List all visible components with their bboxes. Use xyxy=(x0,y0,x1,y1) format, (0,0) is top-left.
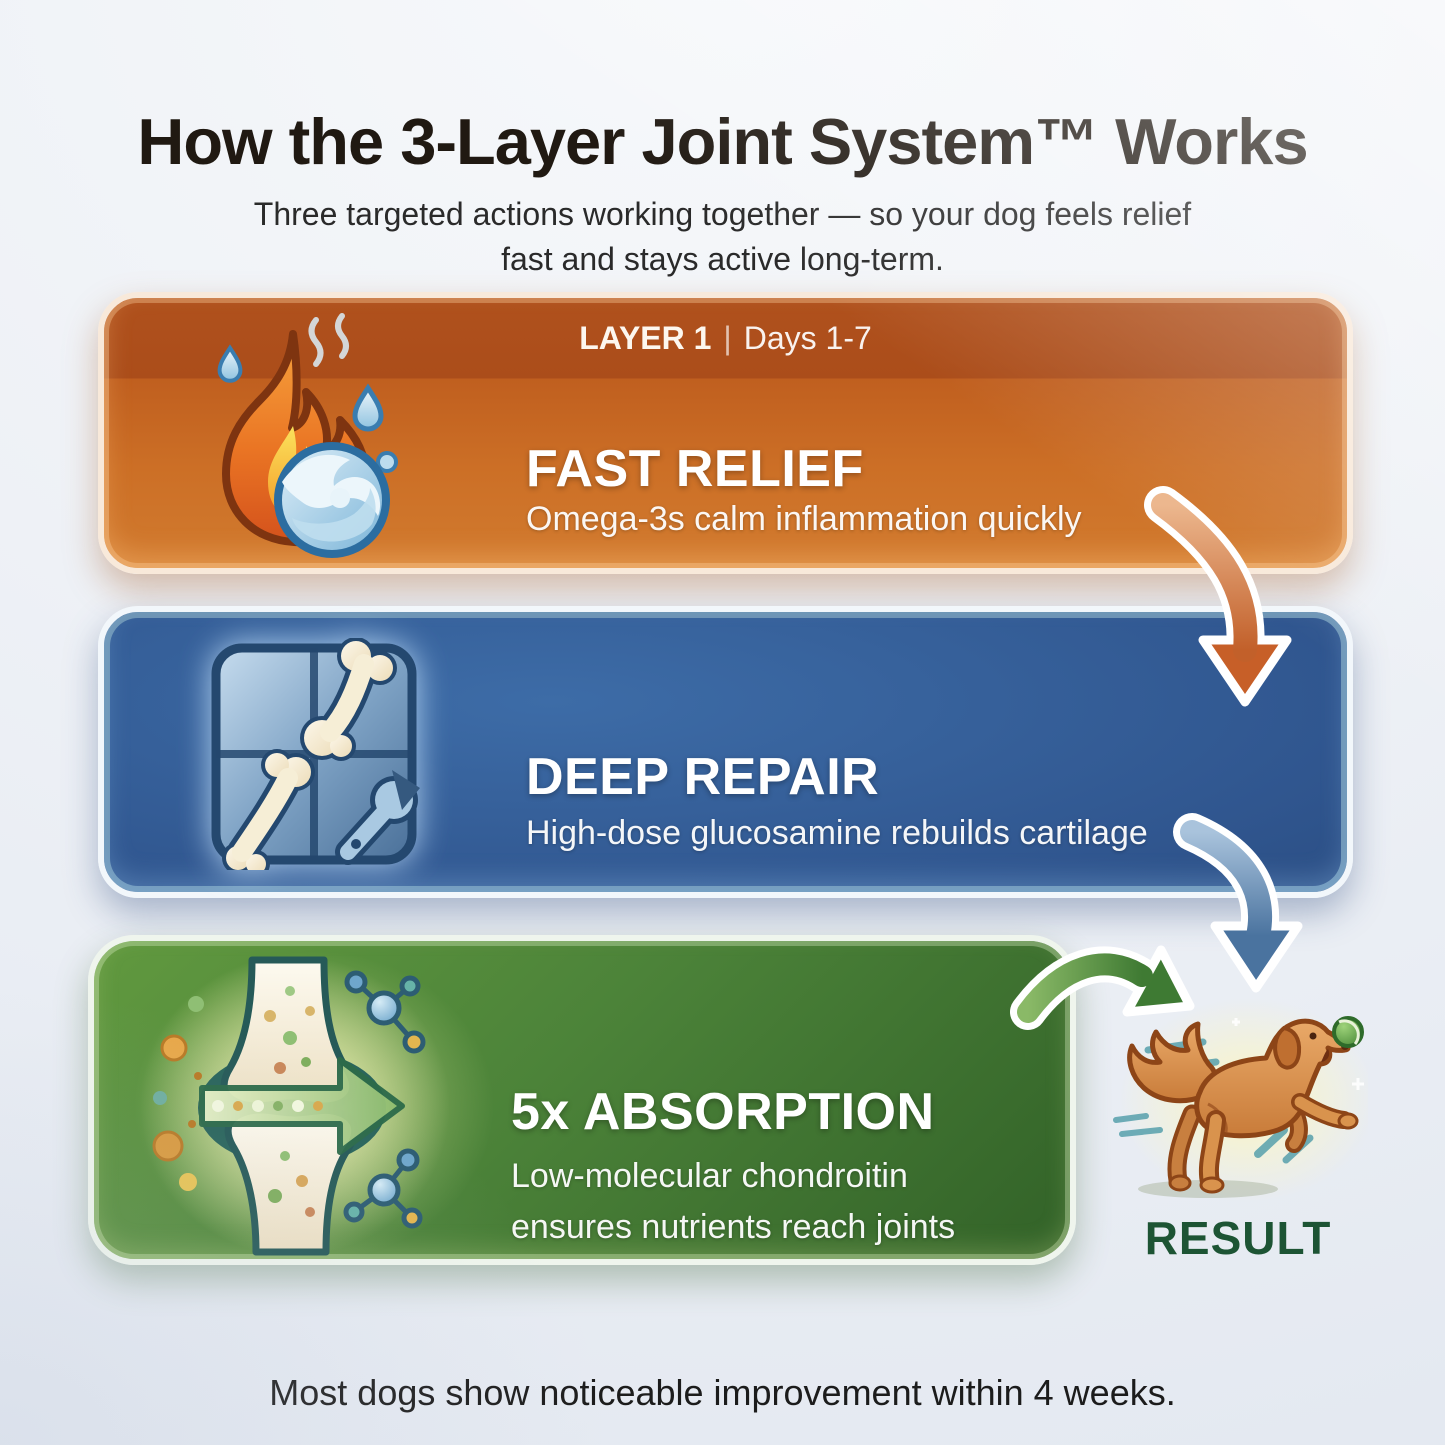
layer-title: FAST RELIEF xyxy=(526,440,864,499)
flame-water-icon xyxy=(168,308,418,575)
layer-badge: LAYER 1 | Days 1-7 xyxy=(104,298,1347,378)
molecule-bottom xyxy=(343,1148,423,1229)
haunch-line xyxy=(1207,1102,1228,1133)
nutrient-dots xyxy=(212,1100,323,1112)
layer-description-line: Low-molecular chondroitin xyxy=(511,1157,908,1195)
steam-wisps xyxy=(308,313,349,367)
layer-title: DEEP REPAIR xyxy=(526,748,880,807)
near-legs xyxy=(1168,1093,1359,1194)
bone-bottom xyxy=(222,749,315,878)
badge-days-label: Days 1-7 xyxy=(743,320,872,356)
bone-repair-icon xyxy=(204,637,424,878)
page-subtitle: Three targeted actions working together … xyxy=(253,196,1192,278)
layer-card-deep-repair: DEEP REPAIR High-dose glucosamine rebuil… xyxy=(98,606,1353,898)
bone-speckles xyxy=(264,986,315,1217)
layer-card-fast-relief: LAYER 1 | Days 1-7 xyxy=(98,292,1353,574)
water-droplets xyxy=(217,344,398,473)
result-label: RESULT xyxy=(1144,1212,1332,1264)
wrench xyxy=(335,770,420,865)
badge-separator: | xyxy=(723,320,732,356)
result-group: RESULT xyxy=(1108,992,1376,1265)
sparkles xyxy=(1232,1018,1364,1090)
dog-eye xyxy=(1309,1032,1317,1040)
page-title: How the 3-Layer Joint System™ Works xyxy=(137,104,1308,178)
floating-particles xyxy=(152,996,204,1191)
dog-ear xyxy=(1273,1025,1302,1070)
wave-shape xyxy=(274,442,390,558)
tennis-ball xyxy=(1332,1016,1364,1048)
layer-description: Omega-3s calm inflammation quickly xyxy=(526,500,1082,538)
bone-top xyxy=(300,637,397,761)
layer-description-line: ensures nutrients reach joints xyxy=(511,1208,956,1246)
dog-tail xyxy=(1127,1021,1218,1104)
layer-description: Low-molecular chondroitin ensures nutrie… xyxy=(511,1151,955,1253)
molecule-top xyxy=(344,970,426,1054)
layer-description: High-dose glucosamine rebuilds cartilage xyxy=(526,814,1148,852)
layer-title: 5x ABSORPTION xyxy=(511,1083,935,1142)
joint-absorption-icon xyxy=(140,956,450,1261)
jumping-dog-icon xyxy=(1108,992,1376,1209)
layer-card-absorption: 5x ABSORPTION Low-molecular chondroitin … xyxy=(88,935,1076,1265)
dog-mouth xyxy=(1321,1049,1330,1062)
badge-layer-label: LAYER 1 xyxy=(579,320,712,356)
footer-note: Most dogs show noticeable improvement wi… xyxy=(269,1372,1176,1413)
